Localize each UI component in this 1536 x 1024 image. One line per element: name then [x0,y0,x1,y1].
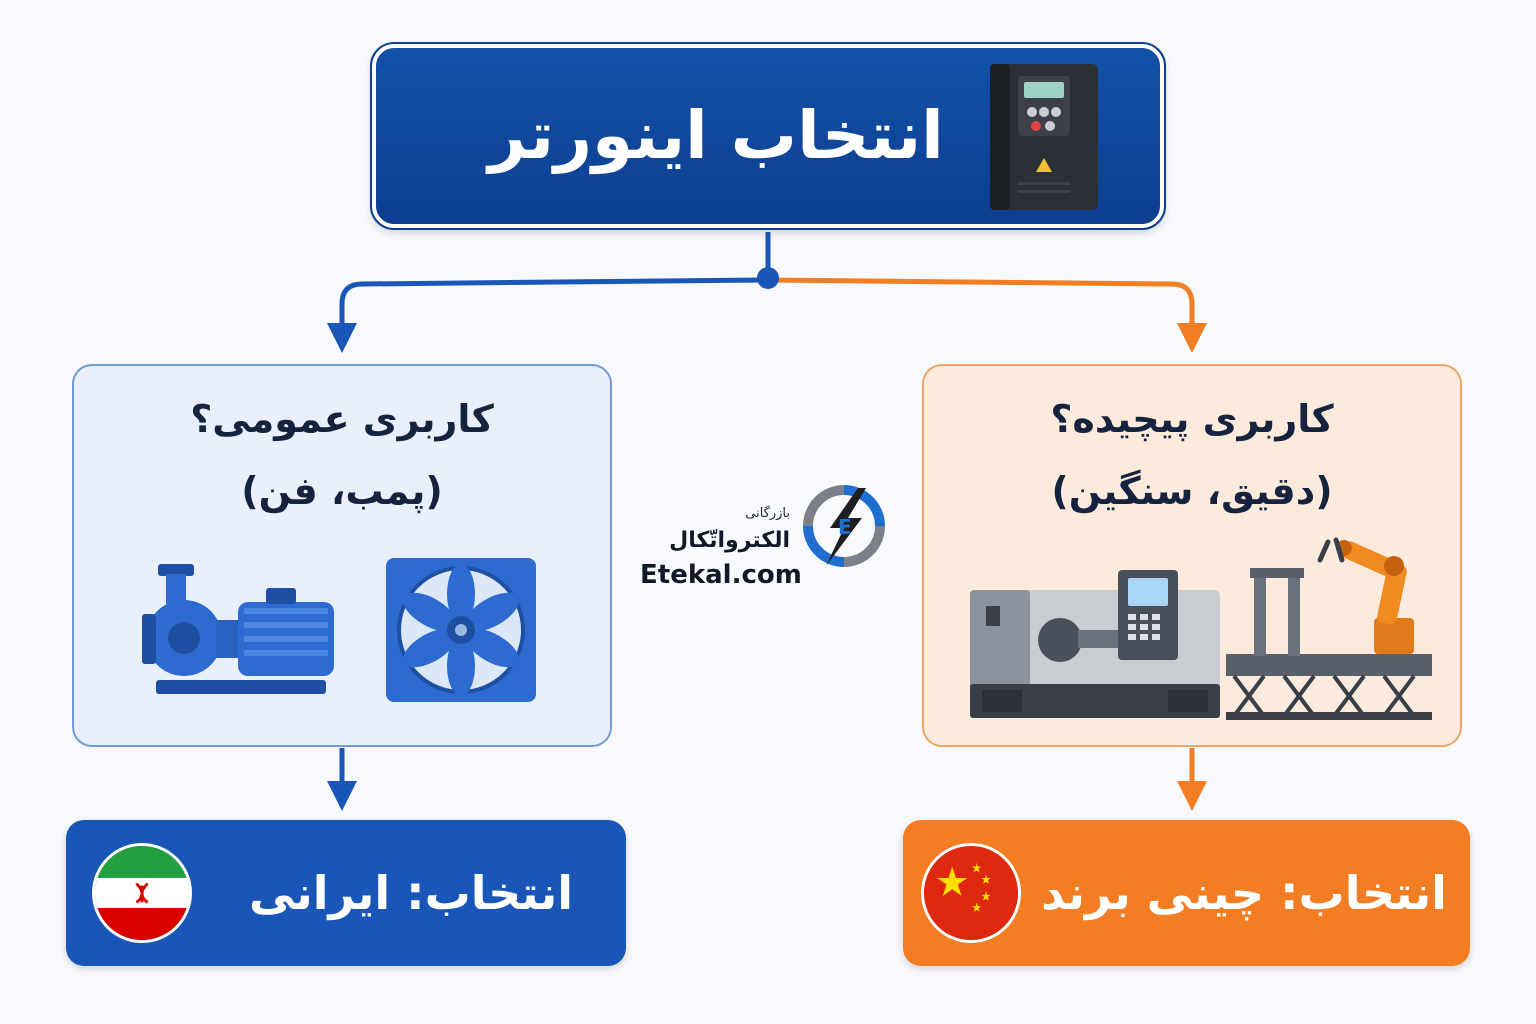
fan-icon [386,558,536,702]
connector-to-complex [767,277,1207,353]
china-flag-icon [921,843,1021,943]
connector-junction [757,267,779,289]
robot-arm-icon [1226,537,1432,720]
complex-title-line2: (دقیق، سنگین) [1051,469,1333,513]
connector-to-general [327,277,769,353]
result-iranian-text: انتخاب: ایرانی [248,866,574,920]
panel-general-usage: کاربری عمومی؟ (پمب، فن) [72,364,612,747]
gear-lightning-logo-icon: E [803,485,885,567]
pump-icon [142,564,334,694]
result-iranian: انتخاب: ایرانی [66,820,626,966]
complex-title-line1: کاربری پیچیده؟ [1050,397,1334,441]
logo-small-text: بازرگانی [745,506,790,521]
logo-name: الکترواتّکال [669,528,790,553]
title-text: انتخاب اینورتر [488,97,944,174]
general-title-line2: (پمب، فن) [241,469,443,513]
iran-flag-icon [92,843,192,943]
logo: بازرگانی الکترواتّکال Etekal.com E [640,480,890,590]
result-chinese-text: انتخاب: چینی برند [1041,866,1447,920]
svg-text:E: E [838,515,852,539]
logo-domain: Etekal.com [640,560,802,590]
general-title-line1: کاربری عمومی؟ [190,397,494,441]
title-box: انتخاب اینورتر [370,42,1166,230]
result-chinese: انتخاب: چینی برند [903,820,1470,966]
panel-complex-usage: کاربری پیچیده؟ (دقیق، سنگین) [922,364,1462,747]
inverter-drive-icon [990,64,1098,210]
cnc-lathe-icon [970,570,1220,718]
